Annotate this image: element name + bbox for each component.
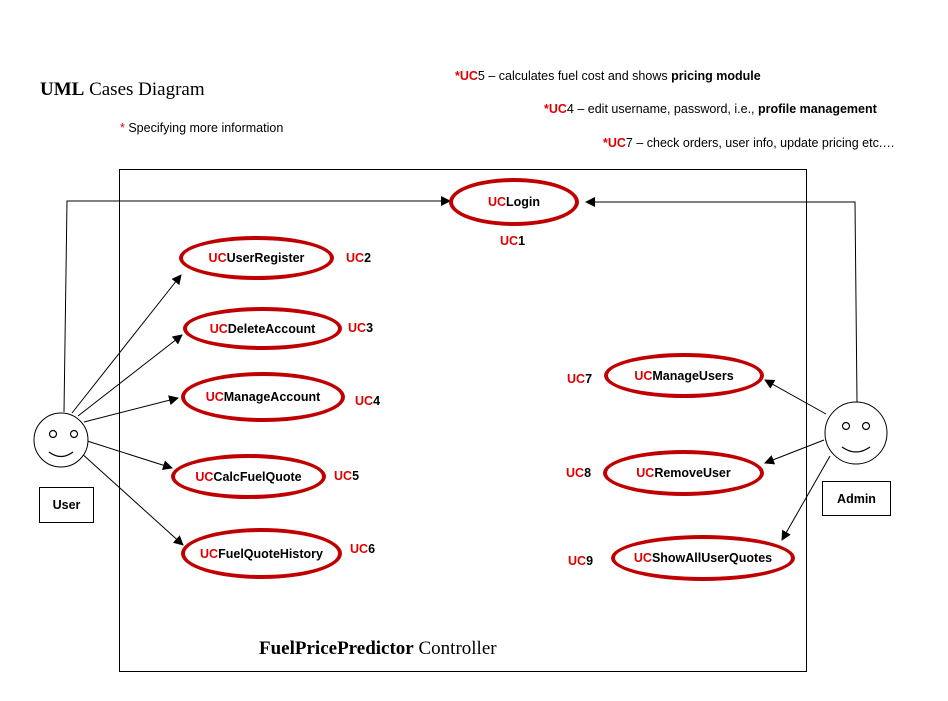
usecase-id-uc8: UC8 — [566, 466, 592, 480]
usecase-id-uc3: UC3 — [348, 321, 374, 335]
system-name: FuelPricePredictor Controller — [259, 638, 497, 659]
admin-removeuser-association — [764, 439, 825, 465]
usecase-id-uc4: UC4 — [355, 394, 381, 408]
usecase-id-uc6: UC6 — [350, 542, 376, 556]
admin-manageusers-association — [764, 379, 827, 415]
admin-login-association — [585, 197, 858, 403]
user-register-association — [71, 274, 182, 414]
subnote: * Specifying more information — [120, 121, 284, 135]
user-history-association — [79, 451, 184, 546]
user-actor-icon — [33, 412, 89, 468]
note-uc4: *UC4 – edit username, password, i.e., pr… — [544, 102, 877, 116]
user-delete-association — [77, 334, 183, 417]
usecase-id-uc5: UC5 — [334, 469, 360, 483]
diagram-title: UML Cases Diagram — [40, 79, 205, 100]
user-calc-association — [83, 439, 173, 471]
usecase-id-uc2: UC2 — [346, 251, 372, 265]
admin-actor-icon — [824, 401, 888, 465]
admin-actor-label: Admin — [822, 481, 891, 516]
usecase-id-uc1: UC1 — [500, 234, 526, 248]
user-actor-label: User — [39, 487, 94, 523]
usecase-id-uc7: UC7 — [567, 372, 593, 386]
note-uc7: *UC7 – check orders, user info, update p… — [603, 136, 895, 150]
system-boundary — [119, 169, 807, 672]
usecase-id-uc9: UC9 — [568, 554, 594, 568]
user-login-association — [63, 196, 451, 413]
note-uc5: *UC5 – calculates fuel cost and shows pr… — [455, 69, 761, 83]
user-manage-association — [83, 395, 179, 423]
